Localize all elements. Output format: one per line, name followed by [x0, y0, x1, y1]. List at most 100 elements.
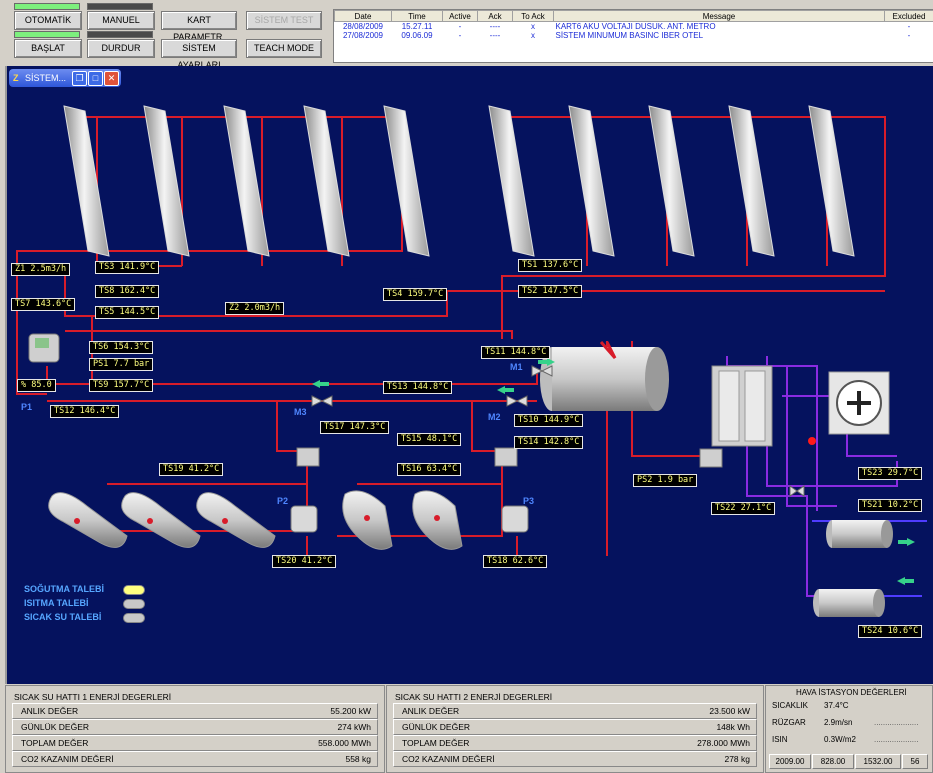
restore-icon[interactable]: ❐ — [72, 71, 87, 86]
main-storage-tank — [540, 342, 669, 411]
pump-p3 — [502, 506, 528, 532]
sensor-ts4[interactable]: TS4 159.7°C — [383, 288, 447, 301]
alarm-message: SİSTEM MINUMUM BASINC IBER OTEL — [554, 31, 885, 40]
alarm-time: 09.06.09 — [392, 31, 443, 40]
sensor-ts20[interactable]: TS20 41.2°C — [272, 555, 336, 568]
sensor-ps2[interactable]: PS2 1.9 bar — [633, 474, 697, 487]
alarm-date: 27/08/2009 — [335, 31, 392, 40]
energy2-co2-label: CO2 KAZANIM DEĞERİ — [402, 752, 495, 766]
pump-p2-label: P2 — [277, 496, 288, 506]
sensor-ts19[interactable]: TS19 41.2°C — [159, 463, 223, 476]
sensor-ts21[interactable]: TS21 10.2°C — [858, 499, 922, 512]
energy1-gunluk-value: 274 kWh — [337, 720, 371, 734]
sistem-window-titlebar[interactable]: Z SİSTEM... ❐ □ ✕ — [9, 69, 121, 87]
col-to-ack[interactable]: To Ack — [513, 11, 554, 22]
energy2-co2-row: CO2 KAZANIM DEĞERİ 278 kg — [393, 751, 757, 767]
durdur-button[interactable]: DURDUR — [87, 39, 155, 58]
sensor-ts7[interactable]: TS7 143.6°C — [11, 298, 75, 311]
energy1-anlik-label: ANLIK DEĞER — [21, 704, 78, 718]
sogutma-talebi-indicator — [123, 585, 145, 595]
energy2-anlik-value: 23.500 kW — [709, 704, 750, 718]
otomatik-indicator — [14, 3, 80, 10]
sicak-su-talebi-label: SICAK SU TALEBİ — [24, 612, 101, 622]
sensor-ts14[interactable]: TS14 142.8°C — [514, 436, 583, 449]
energy1-gunluk-row: GÜNLÜK DEĞER 274 kWh — [12, 719, 378, 735]
sensor-ts6[interactable]: TS6 154.3°C — [89, 341, 153, 354]
energy1-toplam-value: 558.000 MWh — [318, 736, 371, 750]
sogutma-talebi-label: SOĞUTMA TALEBİ — [24, 584, 104, 594]
energy1-co2-value: 558 kg — [345, 752, 371, 766]
sistem-test-button[interactable]: SİSTEM TEST — [246, 11, 322, 30]
energy-panel-2: SICAK SU HATTI 2 ENERJİ DEGERLERİ ANLIK … — [386, 685, 764, 773]
manuel-button[interactable]: MANUEL — [87, 11, 155, 30]
alarm-to-ack: x — [513, 31, 554, 40]
sensor-ts16[interactable]: TS16 63.4°C — [397, 463, 461, 476]
energy2-toplam-value: 278.000 MWh — [697, 736, 750, 750]
alarm-table[interactable]: Date Time Active Ack To Ack Message Excl… — [333, 9, 933, 63]
weather-station-panel: HAVA İSTASYON DEĞERLERİ SICAKLIK 37.4°C … — [765, 685, 933, 773]
sensor-percent[interactable]: % 85.0 — [17, 379, 56, 392]
sistem-ayarlari-button[interactable]: SİSTEM AYARLARI — [161, 39, 237, 58]
alarm-active: - — [443, 22, 478, 32]
alarm-row[interactable]: 28/08/2009 15.27.11 - ---- x KART6 AKU V… — [335, 22, 933, 32]
weather-footer-4: 56 — [902, 754, 928, 769]
energy1-gunluk-label: GÜNLÜK DEĞER — [21, 720, 89, 734]
heat-exchangers — [297, 448, 722, 467]
col-message[interactable]: Message — [554, 11, 885, 22]
teach-mode-button[interactable]: TEACH MODE — [246, 39, 322, 58]
maximize-icon[interactable]: □ — [88, 71, 103, 86]
energy1-toplam-row: TOPLAM DEĞER 558.000 MWh — [12, 735, 378, 751]
col-excluded[interactable]: Excluded — [885, 11, 933, 22]
sensor-ts22[interactable]: TS22 27.1°C — [711, 502, 775, 515]
sensor-z1[interactable]: Z1 2.5m3/h — [11, 263, 70, 276]
app-icon: Z — [13, 69, 19, 87]
close-icon[interactable]: ✕ — [104, 71, 119, 86]
sensor-ts3[interactable]: TS3 141.9°C — [95, 261, 159, 274]
col-time[interactable]: Time — [392, 11, 443, 22]
energy1-toplam-label: TOPLAM DEĞER — [21, 736, 88, 750]
pump-p1 — [29, 334, 59, 362]
isitma-talebi-label: ISITMA TALEBİ — [24, 598, 89, 608]
sensor-ts8[interactable]: TS8 162.4°C — [95, 285, 159, 298]
sensor-ts2[interactable]: TS2 147.5°C — [518, 285, 582, 298]
pump-p2 — [291, 506, 317, 532]
sicaklik-value: 37.4°C — [824, 701, 849, 710]
sensor-ts5[interactable]: TS5 144.5°C — [95, 306, 159, 319]
control-toolbar: OTOMATİK MANUEL KART PARAMETR. SİSTEM TE… — [0, 0, 331, 62]
alarm-ack: ---- — [478, 31, 513, 40]
sensor-ts11[interactable]: TS11 144.8°C — [481, 346, 550, 359]
sensor-ts9[interactable]: TS9 157.7°C — [89, 379, 153, 392]
ruzgar-value: 2.9m/sn — [824, 718, 852, 727]
sensor-ts13[interactable]: TS13 144.8°C — [383, 381, 452, 394]
energy-panel-1: SICAK SU HATTI 1 ENERJİ DEGERLERİ ANLIK … — [5, 685, 385, 773]
alarm-ack: ---- — [478, 22, 513, 32]
sensor-ts23[interactable]: TS23 29.7°C — [858, 467, 922, 480]
col-ack[interactable]: Ack — [478, 11, 513, 22]
alarm-to-ack: x — [513, 22, 554, 32]
energy2-co2-value: 278 kg — [724, 752, 750, 766]
sensor-ts18[interactable]: TS18 62.6°C — [483, 555, 547, 568]
alarm-row[interactable]: 27/08/2009 09.06.09 - ---- x SİSTEM MINU… — [335, 31, 933, 40]
sensor-ts1[interactable]: TS1 137.6°C — [518, 259, 582, 272]
energy-panel-1-title: SICAK SU HATTI 1 ENERJİ DEGERLERİ — [14, 692, 171, 702]
sensor-ps1[interactable]: PS1 7.7 bar — [89, 358, 153, 371]
sensor-ts24[interactable]: TS24 10.6°C — [858, 625, 922, 638]
manuel-indicator — [87, 3, 153, 10]
sensor-ts15[interactable]: TS15 48.1°C — [397, 433, 461, 446]
sensor-z2[interactable]: Z2 2.0m3/h — [225, 302, 284, 315]
col-date[interactable]: Date — [335, 11, 392, 22]
kart-parametre-button[interactable]: KART PARAMETR. — [161, 11, 237, 30]
baslat-indicator — [14, 31, 80, 38]
weather-footer-1: 2009.00 — [769, 754, 811, 769]
alarm-date: 28/08/2009 — [335, 22, 392, 32]
sensor-ts10[interactable]: TS10 144.9°C — [514, 414, 583, 427]
sensor-ts17[interactable]: TS17 147.3°C — [320, 421, 389, 434]
ruzgar-direction: .................... — [874, 718, 918, 727]
pump-p3-label: P3 — [523, 496, 534, 506]
baslat-button[interactable]: BAŞLAT — [14, 39, 82, 58]
sensor-ts12[interactable]: TS12 146.4°C — [50, 405, 119, 418]
otomatik-button[interactable]: OTOMATİK — [14, 11, 82, 30]
col-active[interactable]: Active — [443, 11, 478, 22]
